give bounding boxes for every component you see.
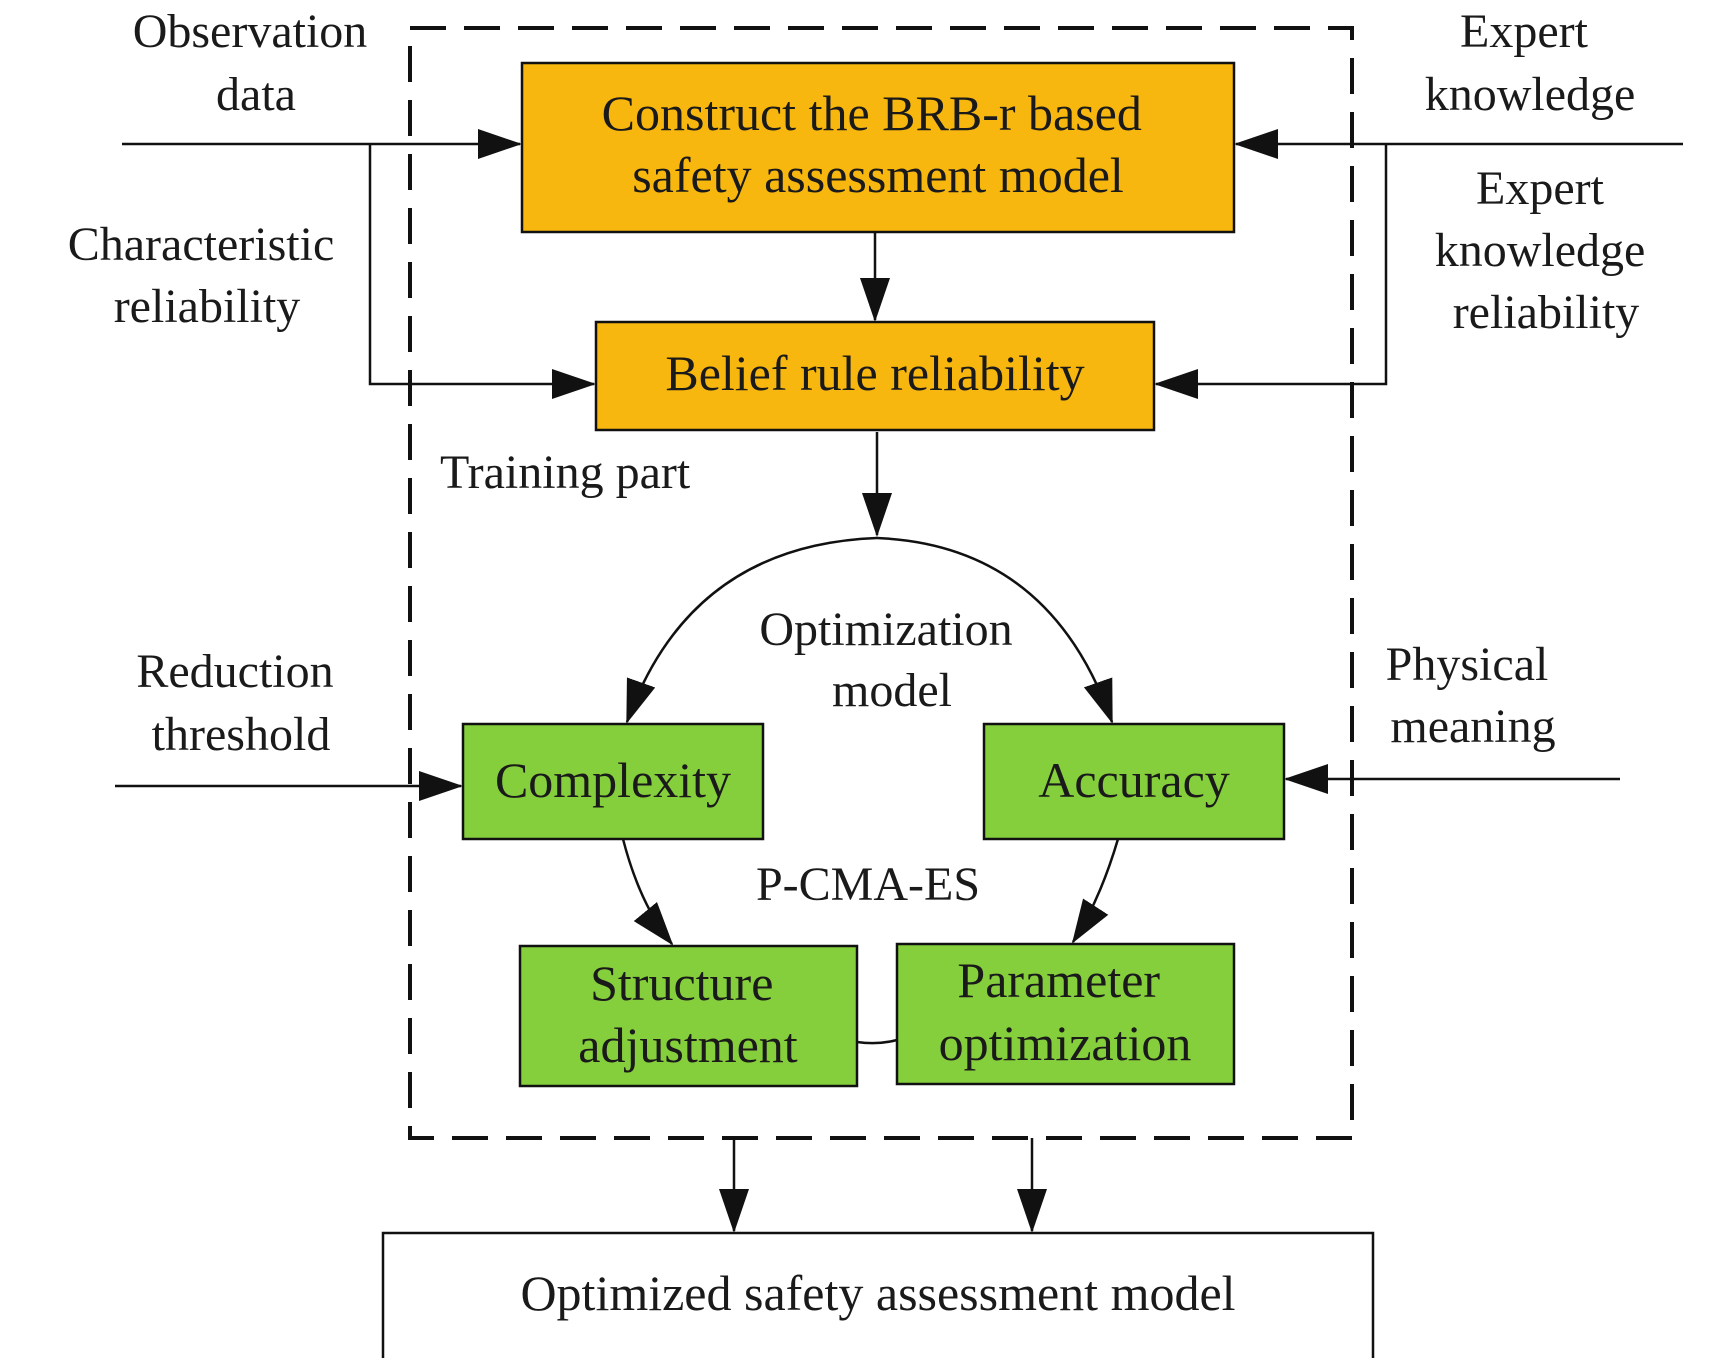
accuracy-box: Accuracy bbox=[982, 722, 1286, 841]
svg-text:Parameter optimization: Parameter optimization bbox=[939, 952, 1192, 1071]
belief-rule-reliability-label: Belief rule reliability bbox=[665, 345, 1084, 401]
belief-rule-reliability-box: Belief rule reliability bbox=[594, 320, 1156, 432]
optimized-model-box: Optimized safety assessment model bbox=[381, 1231, 1375, 1358]
optimization-arc-left bbox=[625, 536, 878, 724]
structure-adjustment-box: Structure adjustment bbox=[518, 944, 859, 1088]
training-part-label: Training part bbox=[440, 446, 691, 499]
svg-text:Optimized safety assessment mo: Optimized safety assessment model bbox=[520, 1265, 1235, 1321]
reduction-threshold-label: Reduction threshold bbox=[136, 645, 345, 761]
parameter-optimization-line-1: Parameter bbox=[957, 952, 1160, 1008]
svg-text:Belief rule reliability: Belief rule reliability bbox=[665, 345, 1084, 401]
construct-model-line-2: safety assessment model bbox=[632, 147, 1124, 203]
p-cma-es-label: P-CMA-ES bbox=[756, 858, 980, 911]
parameter-optimization-line-2: optimization bbox=[939, 1015, 1192, 1071]
complexity-box: Complexity bbox=[461, 722, 765, 841]
svg-text:Complexity: Complexity bbox=[495, 752, 731, 808]
physical-meaning-label: Physical meaning bbox=[1386, 638, 1561, 753]
optimization-arc-right bbox=[876, 536, 1114, 724]
svg-text:Construct the BRB-r based: Construct the BRB-r based safety assessm… bbox=[602, 85, 1155, 203]
characteristic-reliability-connector bbox=[368, 144, 596, 399]
construct-model-box: Construct the BRB-r based safety assessm… bbox=[520, 61, 1236, 234]
expert-knowledge-reliability-connector bbox=[1154, 144, 1388, 399]
optimized-model-label: Optimized safety assessment model bbox=[520, 1265, 1235, 1321]
optimization-model-label: Optimization model bbox=[759, 603, 1024, 717]
construct-model-line-1: Construct the BRB-r based bbox=[602, 85, 1142, 141]
accuracy-to-parameter-arrow bbox=[1071, 838, 1120, 944]
structure-adjustment-line-1: Structure bbox=[590, 955, 773, 1011]
expert-knowledge-reliability-label: Expert knowledge reliability bbox=[1435, 162, 1658, 339]
accuracy-label: Accuracy bbox=[1038, 752, 1230, 808]
expert-knowledge-label: Expert knowledge bbox=[1425, 5, 1636, 121]
structure-parameter-link bbox=[856, 1038, 898, 1045]
complexity-label: Complexity bbox=[495, 752, 731, 808]
svg-text:Accuracy: Accuracy bbox=[1038, 752, 1230, 808]
complexity-to-structure-arrow bbox=[621, 838, 674, 946]
characteristic-reliability-label: Characteristic reliability bbox=[68, 218, 347, 333]
svg-text:Structure adjustment: Structure adjustment bbox=[578, 955, 798, 1073]
structure-adjustment-line-2: adjustment bbox=[578, 1017, 798, 1073]
parameter-optimization-box: Parameter optimization bbox=[895, 942, 1236, 1086]
observation-data-label: Observation data bbox=[133, 5, 380, 121]
